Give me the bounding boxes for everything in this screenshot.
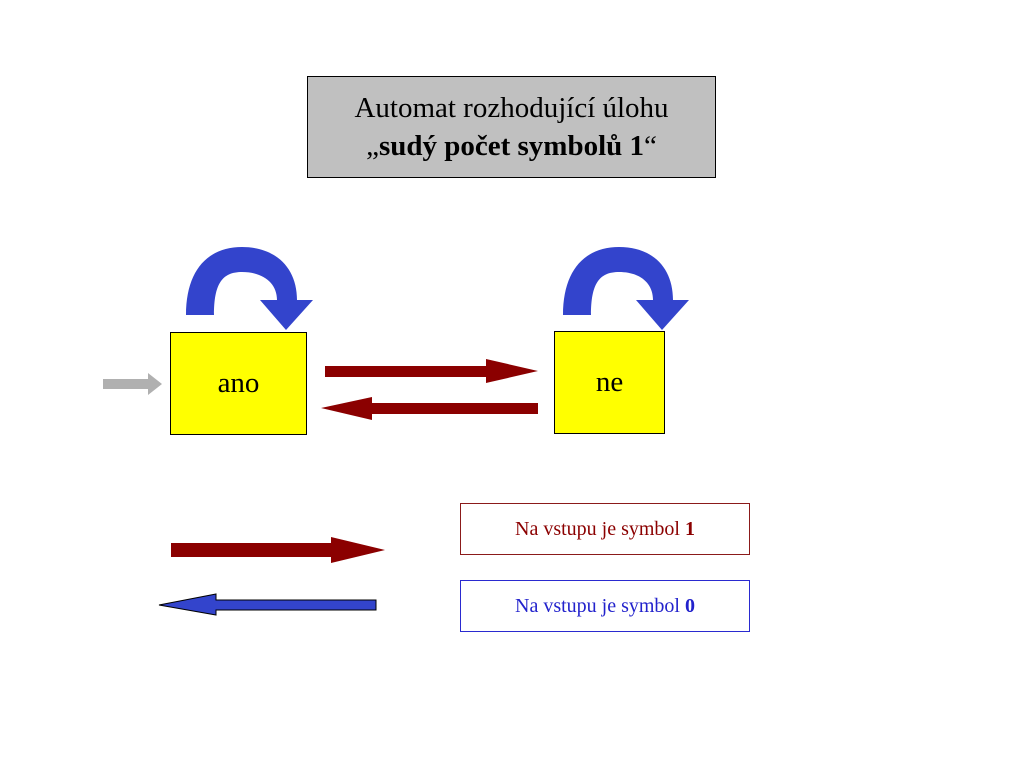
- state-ano: ano: [170, 332, 307, 435]
- title-line-1: Automat rozhodující úlohu: [354, 92, 669, 124]
- legend-symbol-1: Na vstupu je symbol 1: [460, 503, 750, 555]
- title-box: Automat rozhodující úlohu „sudý počet sy…: [307, 76, 716, 178]
- transition-ano-to-ne-arrow: [325, 359, 538, 383]
- state-ne: ne: [554, 331, 665, 434]
- title-quote-close: “: [644, 130, 657, 162]
- title-line-2: „sudý počet symbolů 1“: [308, 127, 715, 165]
- legend-symbol-1-text: Na vstupu je symbol: [515, 517, 680, 540]
- title-bold-text: sudý počet symbolů 1: [378, 130, 645, 162]
- legend-symbol-0-text: Na vstupu je symbol: [515, 594, 680, 617]
- state-ano-label: ano: [217, 367, 260, 399]
- title-quote-open: „: [366, 130, 379, 162]
- legend-symbol-0-value: 0: [685, 594, 695, 617]
- self-loop-ne-arrow: [563, 247, 689, 330]
- initial-arrow: [103, 373, 162, 395]
- state-ne-label: ne: [595, 366, 624, 398]
- legend-arrow-symbol-1: [171, 537, 385, 563]
- legend-arrow-symbol-0: [158, 593, 377, 616]
- self-loop-ano-arrow: [186, 247, 313, 330]
- legend-symbol-1-value: 1: [685, 517, 695, 540]
- legend-symbol-0: Na vstupu je symbol 0: [460, 580, 750, 632]
- transition-ne-to-ano-arrow: [321, 397, 538, 420]
